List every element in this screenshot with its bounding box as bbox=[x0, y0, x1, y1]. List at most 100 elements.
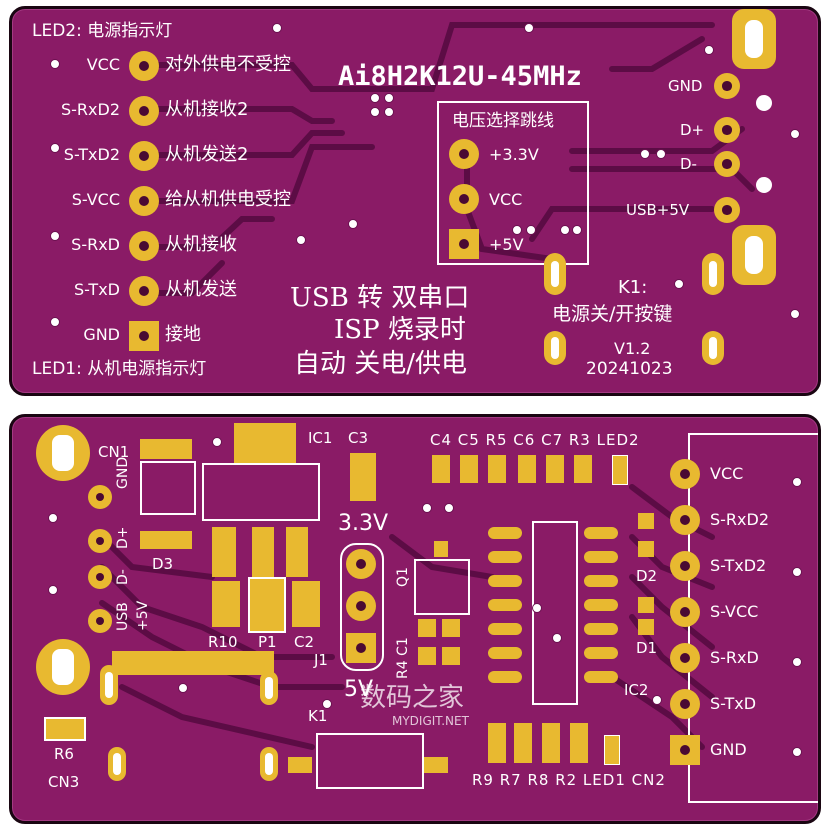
usb-dplus-pad bbox=[88, 529, 112, 553]
usb-dminus-pad bbox=[714, 151, 740, 177]
via bbox=[572, 225, 582, 235]
via bbox=[384, 107, 394, 117]
q1-pad bbox=[434, 541, 448, 557]
board-title: Ai8H2K12U-45MHz bbox=[338, 61, 582, 92]
pcb-top-view: LED2: 电源指示灯 LED1: 从机电源指示灯 Ai8H2K12U-45MH… bbox=[9, 6, 821, 396]
via bbox=[370, 107, 380, 117]
via bbox=[50, 59, 60, 69]
r3-pad bbox=[574, 455, 592, 483]
top-refdes-row: C4 C5 R5 C6 C7 R3 LED2 bbox=[430, 431, 640, 449]
jumper-33v-label: +3.3V bbox=[489, 145, 539, 164]
jumper-33v-label: 3.3V bbox=[338, 511, 389, 536]
cn3-tab bbox=[260, 747, 278, 781]
cn2-label-srxd: S-RxD bbox=[710, 648, 759, 667]
via bbox=[790, 129, 800, 139]
via bbox=[526, 225, 536, 235]
r6-label: R6 bbox=[54, 745, 74, 763]
version-label: V1.2 bbox=[614, 339, 651, 358]
bottom-refdes-row: R9 R7 R8 R2 LED1 CN2 bbox=[472, 771, 666, 789]
via bbox=[370, 93, 380, 103]
d2-pad bbox=[638, 541, 654, 557]
led1-label: LED1: 从机电源指示灯 bbox=[32, 359, 207, 379]
ic2-pin bbox=[488, 527, 522, 539]
c5-pad bbox=[460, 455, 478, 483]
ic2-pin bbox=[488, 551, 522, 563]
usb-mount-hole-top bbox=[732, 9, 776, 69]
via bbox=[512, 225, 522, 235]
via bbox=[792, 567, 802, 577]
q1-outline bbox=[414, 559, 470, 615]
via bbox=[50, 143, 60, 153]
r4-c1-label: R4 C1 bbox=[395, 637, 411, 679]
c1-pad bbox=[442, 647, 460, 665]
pin-label-stxd: S-TxD bbox=[73, 280, 120, 299]
c2-label: C2 bbox=[294, 633, 315, 651]
pin-desc-gnd: 接地 bbox=[165, 324, 201, 345]
j1-label: J1 bbox=[314, 651, 328, 669]
usb-plus5v-label: +5V bbox=[135, 600, 151, 631]
ic2-pin bbox=[488, 623, 522, 635]
pad bbox=[286, 527, 308, 577]
ic2-pin bbox=[584, 623, 618, 635]
jumper-vcc-label: VCC bbox=[489, 190, 523, 209]
k1-pad-4 bbox=[702, 331, 724, 365]
d3-pad-1 bbox=[140, 439, 192, 459]
cn2-label-svcc: S-VCC bbox=[710, 602, 759, 621]
pin-label-svcc: S-VCC bbox=[71, 190, 120, 209]
pin-desc-srxd2: 从机接收2 bbox=[165, 99, 249, 120]
usb-5v-label: USB+5V bbox=[626, 201, 690, 219]
j1-pin-2 bbox=[346, 591, 376, 621]
usb-gnd-pad bbox=[714, 73, 740, 99]
usb-gnd-pad bbox=[88, 485, 112, 509]
via bbox=[790, 309, 800, 319]
via bbox=[48, 585, 58, 595]
ic2-pin bbox=[584, 575, 618, 587]
c6-pad bbox=[518, 455, 536, 483]
ic2-pin bbox=[584, 527, 618, 539]
pin-label-srxd2: S-RxD2 bbox=[60, 100, 120, 119]
pad bbox=[212, 527, 236, 577]
c2-pad bbox=[292, 581, 320, 627]
via bbox=[272, 23, 282, 33]
pin-desc-srxd: 从机接收 bbox=[165, 234, 237, 255]
ic2-pin bbox=[488, 671, 522, 683]
r10-pad bbox=[212, 581, 240, 627]
jumper-5v-label: +5V bbox=[489, 235, 524, 254]
r2-pad bbox=[570, 723, 588, 763]
r4-pad bbox=[442, 619, 460, 637]
cn3-tab bbox=[108, 747, 126, 781]
jumper-5v-label: 5V bbox=[344, 677, 374, 702]
p1-fuse bbox=[248, 577, 286, 633]
ic1-label: IC1 bbox=[308, 429, 333, 447]
cn3-tab bbox=[260, 671, 278, 705]
cn3-tab bbox=[100, 665, 118, 705]
j1-outline bbox=[340, 543, 384, 671]
via bbox=[792, 657, 802, 667]
cn2-label-stxd: S-TxD bbox=[710, 694, 757, 713]
usb-mount-hole-bottom bbox=[732, 225, 776, 285]
j1-pin-1 bbox=[346, 549, 376, 579]
c7-pad bbox=[546, 455, 564, 483]
usb-dplus-label: D+ bbox=[680, 121, 705, 139]
pin-desc-svcc: 给从机供电受控 bbox=[165, 189, 291, 210]
pin-gnd-pad bbox=[129, 321, 159, 351]
cn2-label-srxd2: S-RxD2 bbox=[710, 510, 770, 529]
d2-label: D2 bbox=[636, 567, 658, 585]
via bbox=[792, 747, 802, 757]
via bbox=[50, 231, 60, 241]
via bbox=[322, 699, 332, 709]
k1-pad bbox=[424, 757, 448, 773]
via bbox=[674, 279, 684, 289]
ic2-label: IC2 bbox=[624, 681, 649, 699]
k1-pad-2 bbox=[702, 253, 724, 295]
led2-label: LED2: 电源指示灯 bbox=[32, 21, 173, 41]
r8-pad bbox=[542, 723, 560, 763]
pcb-bottom-view: CN1 GND D+ D- USB +5V D3 IC1 C3 R10 P1 C… bbox=[9, 414, 821, 824]
via bbox=[560, 225, 570, 235]
ic2-pin bbox=[584, 599, 618, 611]
ic2-pin bbox=[488, 647, 522, 659]
ic2-pin bbox=[584, 647, 618, 659]
via bbox=[652, 695, 662, 705]
jumper-5v-pad bbox=[449, 229, 479, 259]
d3-label: D3 bbox=[152, 555, 174, 573]
